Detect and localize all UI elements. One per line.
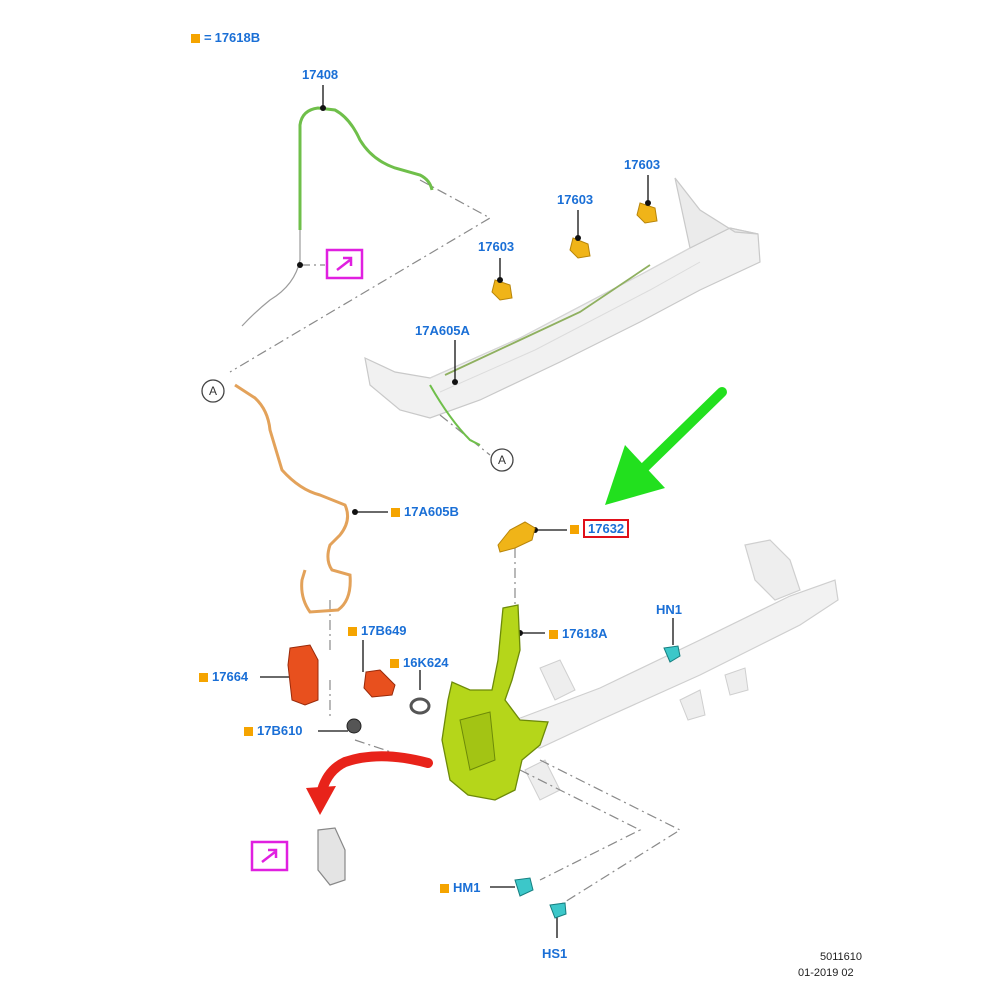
pump-17664 [287, 644, 319, 706]
callout-17B649-text: 17B649 [361, 623, 407, 638]
reservoir-17618A [441, 604, 549, 801]
grommet-17B610 [346, 718, 362, 734]
swatch [348, 627, 357, 636]
callout-17603-left[interactable]: 17603 [478, 239, 515, 254]
view-marker-a-top: A [201, 379, 225, 403]
legend-swatch [191, 34, 200, 43]
callout-16K624[interactable]: 16K624 [390, 655, 449, 671]
legend-part: 17618B [214, 30, 261, 45]
callout-17A605B-text: 17A605B [404, 504, 459, 519]
doc-number: 5011610 [820, 951, 863, 963]
callout-17603-right[interactable]: 17603 [624, 157, 661, 172]
callout-HM1[interactable]: HM1 [440, 880, 480, 896]
callout-17A605A[interactable]: 17A605A [415, 323, 470, 338]
legend-equals: = [204, 30, 212, 45]
callout-17A605B[interactable]: 17A605B [391, 504, 459, 520]
callout-HN1[interactable]: HN1 [656, 602, 683, 617]
callout-17408[interactable]: 17408 [302, 67, 339, 82]
hose-17408 [241, 106, 651, 446]
clips [514, 645, 681, 919]
swatch [440, 884, 449, 893]
callout-17B610[interactable]: 17B610 [244, 723, 303, 739]
hose-17A605B [234, 383, 352, 614]
callout-17603-middle[interactable]: 17603 [557, 192, 594, 207]
grommet-16K624 [409, 697, 431, 715]
callout-17664[interactable]: 17664 [199, 669, 248, 685]
callout-HM1-text: HM1 [453, 880, 481, 895]
cowl-panel [364, 177, 761, 419]
swatch [199, 673, 208, 682]
callout-HS1[interactable]: HS1 [542, 946, 568, 961]
reference-magenta-icon [250, 840, 289, 872]
callout-17632-highlight: 17632 [583, 519, 630, 538]
svg-text:A: A [498, 453, 506, 467]
swatch [391, 508, 400, 517]
callout-17B649[interactable]: 17B649 [348, 623, 407, 639]
swatch [390, 659, 399, 668]
swatch [244, 727, 253, 736]
callout-17664-text: 17664 [212, 669, 249, 684]
legend: =17618B [191, 30, 260, 46]
bumper-beam [514, 539, 839, 801]
pump-17B649 [363, 669, 396, 698]
green-arrow-icon [605, 387, 727, 505]
grey-pump [317, 827, 346, 886]
view-marker-a-bottom: A [490, 448, 514, 472]
swatch [549, 630, 558, 639]
callout-17B610-text: 17B610 [257, 723, 303, 738]
swatch [570, 525, 579, 534]
callout-17632[interactable]: 17632 [570, 519, 630, 538]
callout-17618A-text: 17618A [562, 626, 608, 641]
reference-magenta-icon [325, 248, 364, 280]
red-arrow-icon [306, 751, 433, 815]
nozzles-17603 [491, 202, 658, 301]
svg-text:A: A [209, 384, 217, 398]
date-code: 01-2019 02 [798, 967, 854, 979]
leader-dots [297, 105, 651, 636]
connection-lines [229, 179, 682, 906]
callout-16K624-text: 16K624 [403, 655, 449, 670]
callout-17618A[interactable]: 17618A [549, 626, 608, 642]
check-valve-17632 [497, 521, 536, 553]
